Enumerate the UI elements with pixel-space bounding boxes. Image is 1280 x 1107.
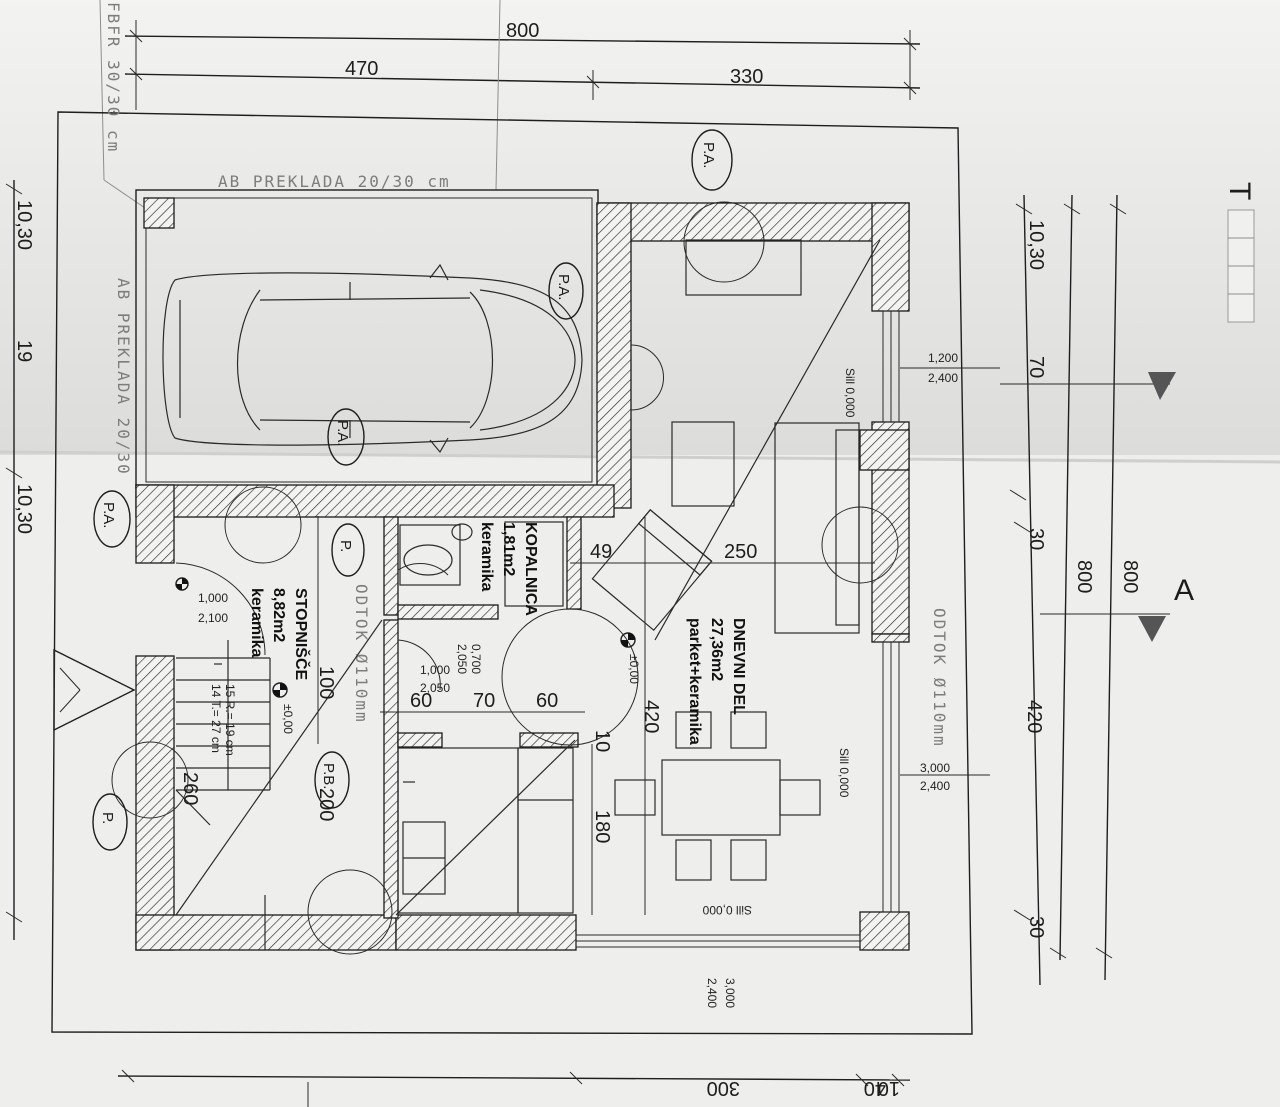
svg-text:100: 100	[315, 666, 337, 699]
svg-text:10: 10	[878, 1077, 900, 1099]
svg-text:60: 60	[536, 690, 558, 712]
pb-marker: P.B.	[314, 751, 350, 809]
svg-text:300: 300	[707, 1077, 740, 1099]
room-living-floor: parket+keramika	[686, 618, 703, 745]
door-swings	[111, 201, 899, 955]
room-bath-area: 1,81m2	[500, 522, 517, 576]
svg-text:1,200: 1,200	[928, 351, 958, 365]
svg-text:Sill 0,000: Sill 0,000	[837, 748, 851, 798]
svg-text:2,050: 2,050	[420, 681, 450, 695]
label-odtok-left: ODTOK Ø110mm	[352, 584, 371, 724]
room-stair-area: 8,82m2	[270, 588, 287, 642]
svg-text:1,000: 1,000	[420, 663, 450, 677]
svg-text:260: 260	[179, 772, 201, 805]
svg-text:Sill 0,000: Sill 0,000	[702, 903, 752, 917]
paper-fold	[0, 450, 1280, 464]
car-symbol	[162, 263, 583, 454]
svg-text:±0,00: ±0,00	[627, 654, 641, 684]
svg-text:P.A.: P.A.	[334, 420, 351, 446]
room-stair-floor: keramika	[248, 588, 265, 657]
svg-text:10,30: 10,30	[1025, 220, 1047, 270]
label-ab-preklada-side: AB PREKLADA 20/30	[114, 278, 133, 476]
dim-top-total: 800	[506, 20, 539, 42]
room-bath-name: KOPALNICA	[522, 522, 539, 616]
svg-text:420: 420	[1023, 700, 1045, 733]
north-symbol	[53, 648, 136, 732]
level-marker-1: ±0,00	[620, 632, 641, 684]
pa-marker-3: P.A.	[327, 408, 365, 466]
svg-text:P.A.: P.A.	[555, 274, 572, 300]
svg-text:0,700: 0,700	[469, 644, 483, 674]
svg-text:2,400: 2,400	[928, 371, 958, 385]
svg-text:2,050: 2,050	[455, 644, 469, 674]
svg-text:30: 30	[1025, 916, 1047, 938]
svg-text:P.B.: P.B.	[320, 763, 337, 789]
svg-text:P.A.: P.A.	[700, 142, 717, 168]
top-dimensions: 800 470 330	[124, 20, 921, 110]
p-marker-1: P.	[331, 523, 365, 577]
svg-text:2,100: 2,100	[198, 611, 228, 625]
svg-text:70: 70	[473, 690, 495, 712]
stair-risers: 15 R.= 19 cm	[223, 684, 237, 756]
room-stair: STOPNIŠČE 8,82m2 keramika 15 R.= 19 cm 1…	[209, 588, 311, 756]
svg-text:250: 250	[724, 541, 757, 563]
bottom-dimensions: 300 40 10	[117, 1069, 911, 1107]
stair-treads	[175, 640, 271, 826]
svg-text:3,000: 3,000	[723, 978, 737, 1008]
stair-treads-note: 14 T.= 27 cm	[209, 684, 223, 753]
svg-text:1,000: 1,000	[198, 591, 228, 605]
corner-letter: T	[1223, 182, 1256, 200]
svg-text:800: 800	[1073, 560, 1095, 593]
svg-text:200: 200	[315, 788, 337, 821]
svg-text:10,30: 10,30	[13, 484, 35, 534]
level-marker-2: ±0,00	[272, 682, 295, 734]
svg-text:P.A.: P.A.	[100, 502, 117, 528]
walls	[135, 189, 910, 951]
room-living-name: DNEVNI DEL	[730, 618, 747, 715]
section-label: A	[1174, 574, 1194, 607]
svg-text:420: 420	[640, 700, 662, 733]
svg-text:±0,00: ±0,00	[281, 704, 295, 734]
svg-text:10: 10	[591, 730, 613, 752]
label-ab-preklada-top: AB PREKLADA 20/30 cm	[218, 172, 451, 191]
svg-text:10,30: 10,30	[13, 200, 35, 250]
right-dimensions: 10,30 70 30 420 30 800 800	[1009, 194, 1141, 986]
svg-text:40: 40	[864, 1077, 886, 1099]
pa-marker-4: P.A.	[93, 490, 131, 548]
svg-text:800: 800	[1119, 560, 1141, 593]
svg-text:60: 60	[410, 690, 432, 712]
svg-text:Sill 0,000: Sill 0,000	[843, 368, 857, 418]
svg-text:30: 30	[1025, 528, 1047, 550]
svg-text:2,400: 2,400	[705, 978, 719, 1008]
svg-text:180: 180	[591, 810, 613, 843]
label-odtok-right: ODTOK Ø110mm	[930, 608, 949, 748]
section-marker-bottom: A	[1040, 574, 1194, 642]
svg-text:P.: P.	[99, 812, 116, 824]
svg-text:49: 49	[590, 541, 612, 563]
room-stair-name: STOPNIŠČE	[292, 588, 311, 681]
inner-dimensions: 250 49 60 70 60 100 420 10 180 200 260	[179, 516, 875, 915]
construction-lines	[99, 0, 501, 211]
dim-top-left: 470	[345, 58, 378, 80]
svg-text:3,000: 3,000	[920, 761, 950, 775]
section-marker-top	[1000, 372, 1176, 400]
svg-text:P.: P.	[337, 540, 354, 552]
svg-text:2,400: 2,400	[920, 779, 950, 793]
room-bath-floor: keramika	[478, 522, 495, 591]
pa-marker-1: P.A.	[691, 129, 733, 191]
svg-text:70: 70	[1025, 356, 1047, 378]
level-marker-3	[175, 577, 189, 591]
dim-top-right: 330	[730, 66, 763, 88]
left-dimensions: 10,30 19 10,30	[5, 180, 35, 940]
label-column: FBFR 30/30 cm	[104, 2, 123, 153]
opening-notes: 1,200 2,400 3,000 2,400 3,000 2,400 Sill…	[198, 351, 1000, 1008]
svg-text:19: 19	[13, 340, 35, 362]
pa-marker-2: P.A.	[548, 262, 584, 320]
room-bathroom: KOPALNICA 1,81m2 keramika	[478, 522, 539, 616]
furniture	[175, 239, 881, 950]
room-living-area: 27,36m2	[708, 618, 725, 681]
room-living: DNEVNI DEL 27,36m2 parket+keramika	[686, 618, 747, 745]
p-marker-2: P.	[92, 793, 128, 851]
